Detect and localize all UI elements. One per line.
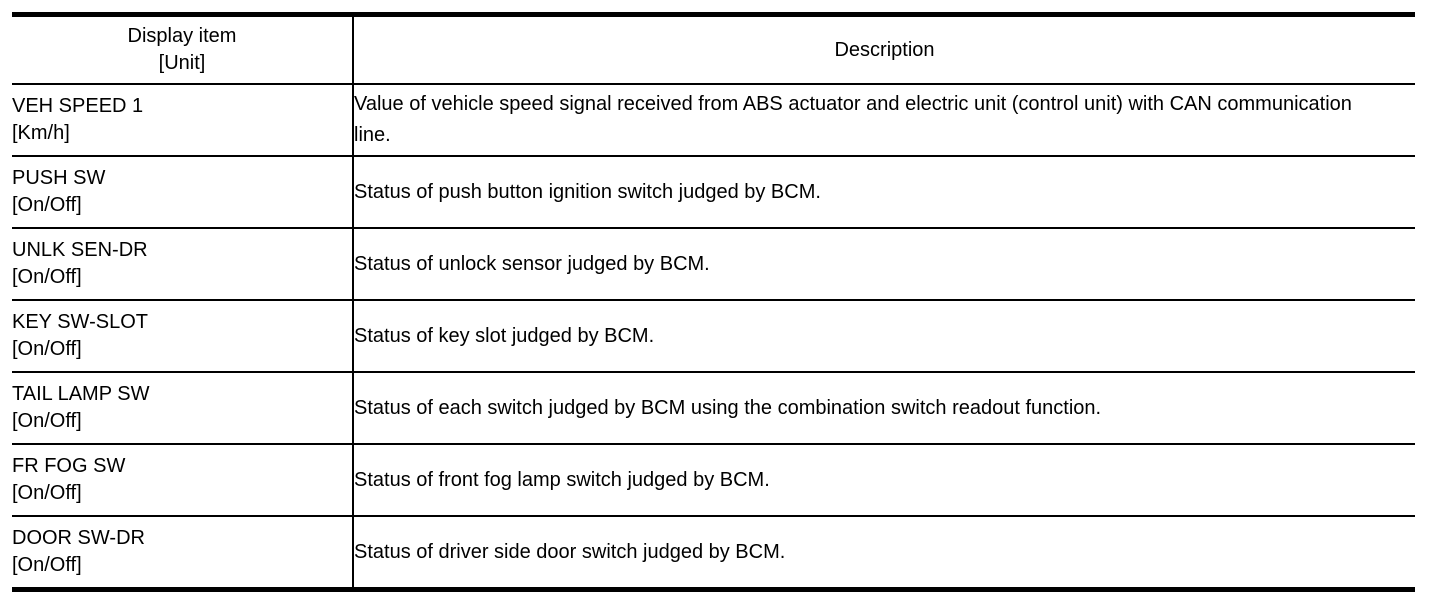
header-display-item-label: Display item	[127, 25, 237, 47]
item-name: UNLK SEN-DR	[12, 239, 148, 261]
item-unit: [Km/h]	[12, 122, 70, 144]
table-row: FR FOG SW [On/Off] Status of front fog l…	[12, 444, 1415, 517]
item-cell: UNLK SEN-DR [On/Off]	[12, 228, 354, 301]
item-description: Status of driver side door switch judged…	[354, 540, 786, 563]
header-unit-label: [Unit]	[158, 52, 206, 74]
description-cell: Status of unlock sensor judged by BCM.	[353, 228, 1415, 301]
table-row: VEH SPEED 1 [Km/h] Value of vehicle spee…	[12, 84, 1415, 157]
item-name: DOOR SW-DR	[12, 527, 145, 549]
item-cell: TAIL LAMP SW [On/Off]	[12, 372, 354, 445]
item-unit: [On/Off]	[12, 338, 82, 360]
table-row: KEY SW-SLOT [On/Off] Status of key slot …	[12, 300, 1415, 373]
item-unit: [On/Off]	[12, 194, 82, 216]
description-cell: Status of key slot judged by BCM.	[353, 300, 1415, 373]
header-description-label: Description	[834, 38, 935, 61]
item-name: TAIL LAMP SW	[12, 383, 150, 405]
header-description: Description	[353, 14, 1415, 85]
table-header-row: Display item [Unit] Description	[12, 14, 1415, 85]
item-description: Status of unlock sensor judged by BCM.	[354, 252, 710, 275]
table-row: TAIL LAMP SW [On/Off] Status of each swi…	[12, 372, 1415, 445]
item-description: Value of vehicle speed signal received f…	[354, 93, 1352, 146]
description-cell: Status of each switch judged by BCM usin…	[353, 372, 1415, 445]
item-name: KEY SW-SLOT	[12, 311, 148, 333]
table-row: PUSH SW [On/Off] Status of push button i…	[12, 156, 1415, 229]
item-description: Status of push button ignition switch ju…	[354, 180, 821, 203]
item-cell: KEY SW-SLOT [On/Off]	[12, 300, 354, 373]
item-unit: [On/Off]	[12, 410, 82, 432]
item-name: PUSH SW	[12, 167, 106, 189]
item-unit: [On/Off]	[12, 266, 82, 288]
item-name: FR FOG SW	[12, 455, 126, 477]
table-row: UNLK SEN-DR [On/Off] Status of unlock se…	[12, 228, 1415, 301]
description-cell: Status of front fog lamp switch judged b…	[353, 444, 1415, 517]
item-description: Status of key slot judged by BCM.	[354, 324, 655, 347]
item-description: Status of each switch judged by BCM usin…	[354, 396, 1102, 419]
table-row: DOOR SW-DR [On/Off] Status of driver sid…	[12, 516, 1415, 590]
item-cell: DOOR SW-DR [On/Off]	[12, 516, 354, 590]
description-cell: Status of push button ignition switch ju…	[353, 156, 1415, 229]
header-display-item: Display item [Unit]	[12, 14, 354, 85]
item-description: Status of front fog lamp switch judged b…	[354, 468, 770, 491]
item-unit: [On/Off]	[12, 482, 82, 504]
description-cell: Value of vehicle speed signal received f…	[353, 84, 1415, 157]
display-item-table: Display item [Unit] Description VEH SPEE…	[12, 12, 1415, 592]
item-unit: [On/Off]	[12, 554, 82, 576]
description-cell: Status of driver side door switch judged…	[353, 516, 1415, 590]
item-cell: PUSH SW [On/Off]	[12, 156, 354, 229]
item-cell: FR FOG SW [On/Off]	[12, 444, 354, 517]
item-name: VEH SPEED 1	[12, 95, 144, 117]
item-cell: VEH SPEED 1 [Km/h]	[12, 84, 354, 157]
